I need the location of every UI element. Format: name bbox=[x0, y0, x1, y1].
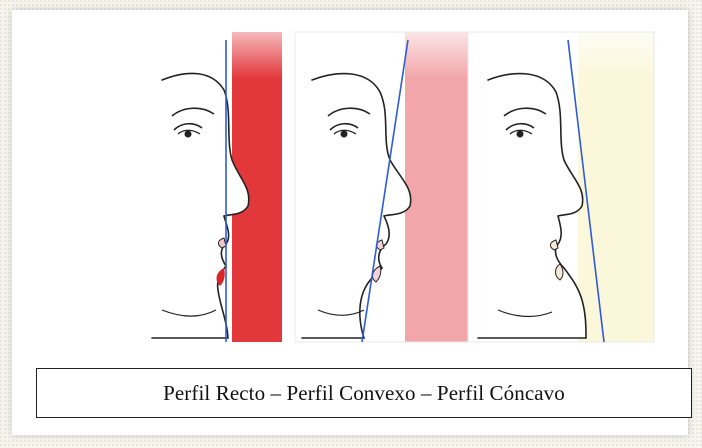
figure-card: Perfil Recto – Perfil Convexo – Perfil C… bbox=[12, 10, 688, 435]
caption-text: Perfil Recto – Perfil Convexo – Perfil C… bbox=[163, 381, 565, 406]
panel-perfil-concavo bbox=[468, 32, 654, 342]
profile-illustrations bbox=[12, 10, 688, 350]
caption-box: Perfil Recto – Perfil Convexo – Perfil C… bbox=[36, 368, 692, 418]
panel-perfil-recto bbox=[142, 32, 282, 342]
panel-perfil-convexo bbox=[295, 32, 480, 342]
